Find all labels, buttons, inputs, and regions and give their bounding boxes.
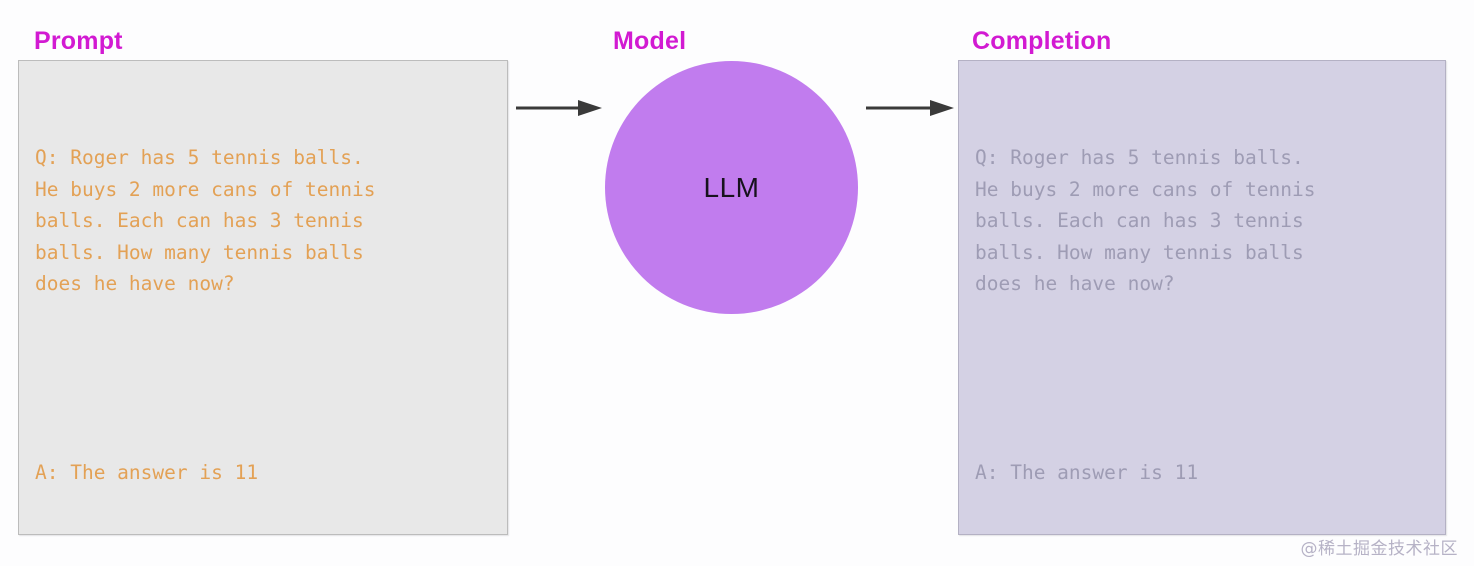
prompt-few-shot-answer: A: The answer is 11 (35, 461, 259, 484)
arrow-right-icon-model-to-completion (866, 97, 954, 119)
prompt-textbox[interactable]: Q: Roger has 5 tennis balls. He buys 2 m… (18, 60, 508, 535)
completion-column-heading: Completion (972, 27, 1112, 55)
llm-model-circle: LLM (605, 61, 858, 314)
completion-echo-few-shot-question: Q: Roger has 5 tennis balls. He buys 2 m… (975, 146, 1316, 295)
spacer (35, 363, 491, 395)
llm-label: LLM (703, 171, 760, 203)
arrow-right-icon-prompt-to-model (516, 97, 602, 119)
prompt-column-heading: Prompt (34, 27, 123, 55)
model-column-heading: Model (613, 27, 687, 55)
prompt-few-shot-question: Q: Roger has 5 tennis balls. He buys 2 m… (35, 146, 376, 295)
spacer (975, 363, 1429, 395)
completion-textbox[interactable]: Q: Roger has 5 tennis balls. He buys 2 m… (958, 60, 1446, 535)
completion-echo-few-shot-answer: A: The answer is 11 (975, 461, 1199, 484)
watermark: @稀土掘金技术社区 (1300, 539, 1458, 559)
